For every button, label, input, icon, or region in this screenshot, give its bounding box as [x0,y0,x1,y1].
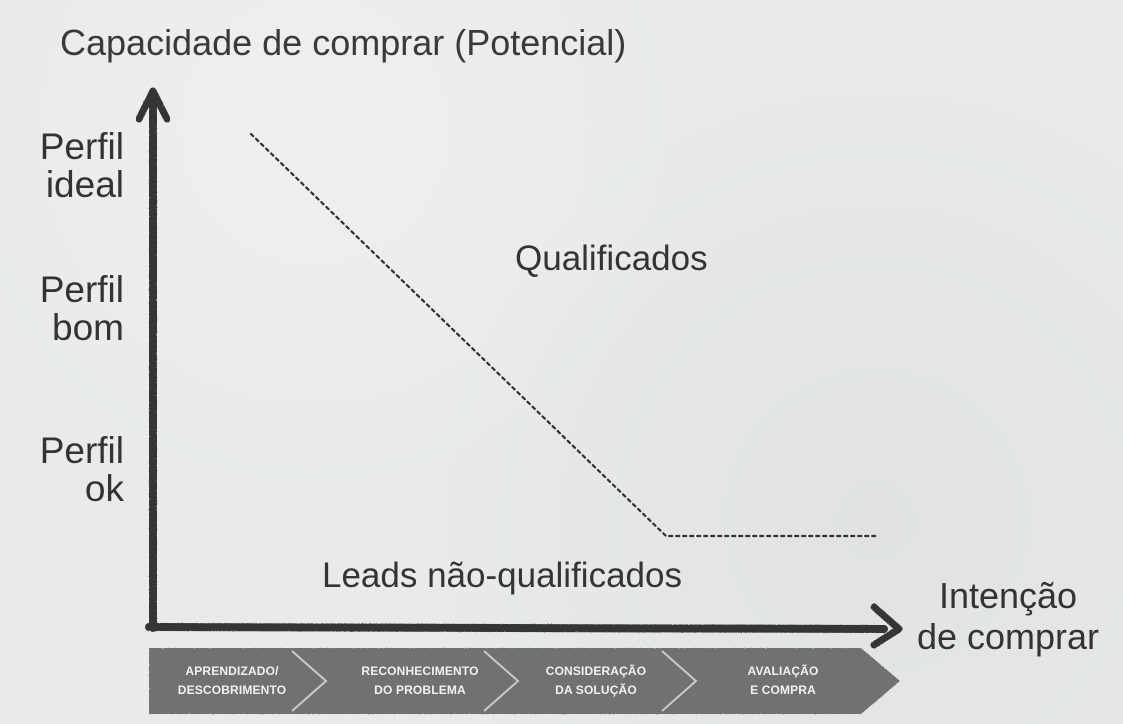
stage-avaliacao-line1: AVALIAÇÃO [748,663,819,678]
stage-arrow-aprendizado [149,648,333,714]
x-axis-label: Intenção de comprar [903,575,1113,657]
qualified-region-label: Qualificados [515,239,708,278]
qualification-threshold-line [249,132,881,538]
stage-arrow-avaliacao [656,648,900,714]
stage-arrow-consideracao [478,648,702,714]
x-axis-label-line2: de comprar [916,615,1100,657]
stage-aprendizado-line1: APRENDIZADO/ [185,664,279,678]
stage-aprendizado-line2: DESCOBRIMENTO [178,683,286,697]
x-axis-label-line1: Intenção [938,575,1078,616]
y-label-perfil-ideal: Perfil ideal [40,128,124,203]
x-axis-arrow [145,603,903,649]
y-axis-arrow [135,87,171,632]
chart-title: Capacidade de comprar (Potencial) [60,22,627,63]
stage-reconhecimento-line2: DO PROBLEMA [374,683,466,697]
y-label-perfil-bom-line1: Perfil [39,269,124,310]
stage-arrow-reconhecimento [286,648,525,714]
y-label-perfil-bom-line2: bom [52,306,124,348]
stage-chevrons [149,648,900,714]
y-label-perfil-ideal-line1: Perfil [39,126,124,167]
y-label-perfil-ok-line2: ok [84,467,124,509]
unqualified-region-label: Leads não-qualificados [322,556,682,595]
y-label-perfil-ok-line1: Perfil [39,430,124,471]
y-label-perfil-ok: Perfil ok [40,432,124,507]
stage-avaliacao-line2: E COMPRA [750,683,816,697]
stage-separators [291,650,698,712]
stage-consideracao-line2: DA SOLUÇÃO [555,682,637,697]
stage-consideracao-line1: CONSIDERAÇÃO [546,663,646,678]
stage-reconhecimento-line1: RECONHECIMENTO [361,664,478,678]
y-label-perfil-bom: Perfil bom [40,271,124,346]
y-label-perfil-ideal-line2: ideal [45,163,124,205]
